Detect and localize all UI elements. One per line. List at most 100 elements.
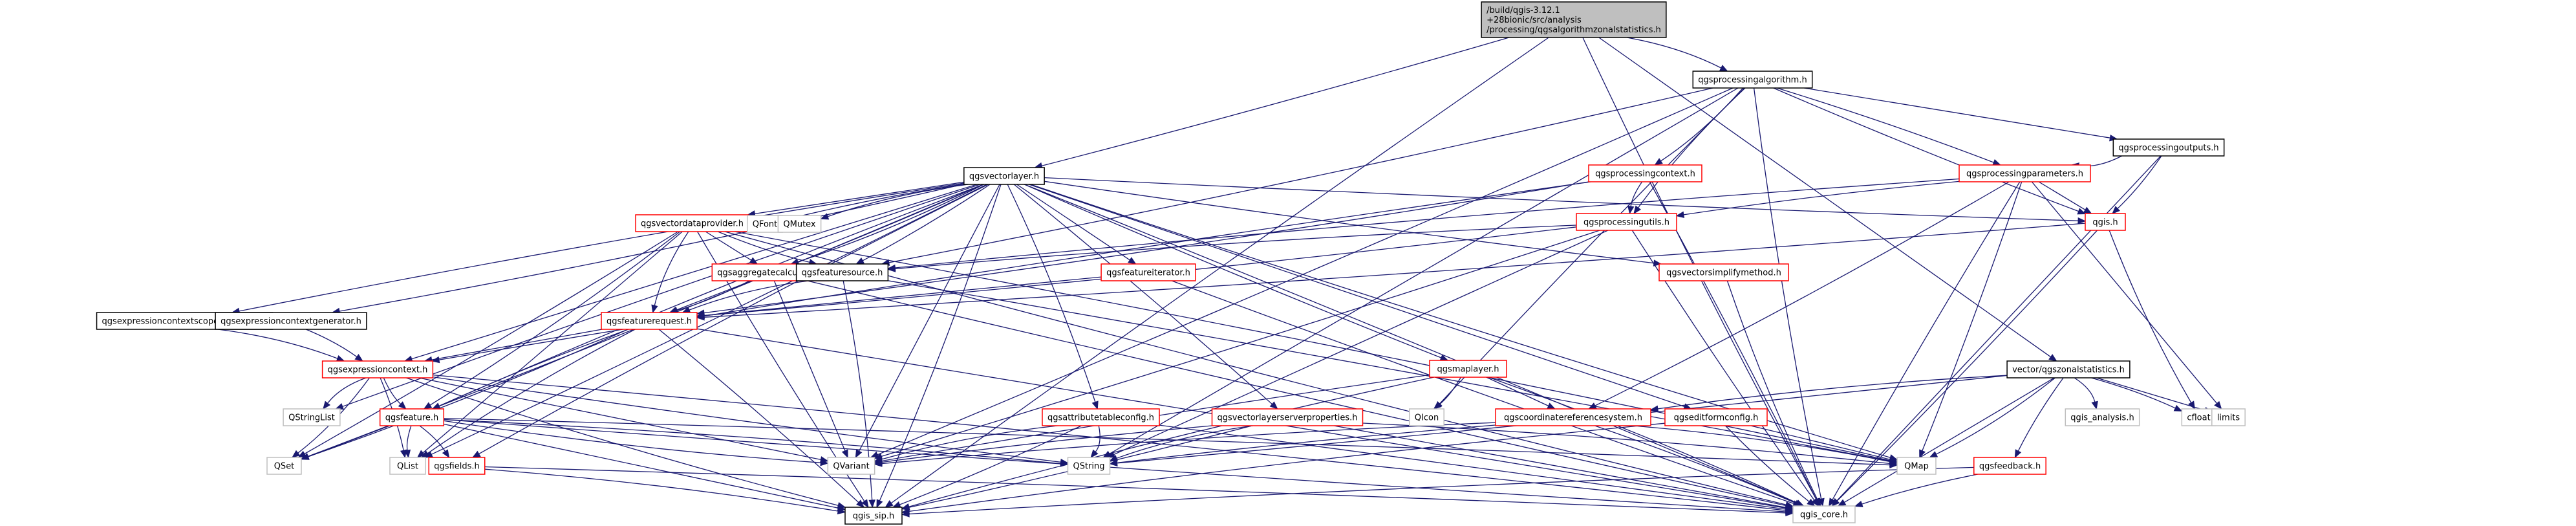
edge-vectorlayer-to-qgis [1044, 177, 2079, 221]
node-editform[interactable]: qgseditformconfig.h [1664, 408, 1768, 426]
node-featiter[interactable]: qgsfeatureiterator.h [1100, 263, 1196, 281]
node-sip[interactable]: qgis_sip.h [844, 507, 903, 525]
edge-serverprops-to-core [1333, 425, 1787, 509]
node-box [1409, 408, 1444, 426]
node-algorithm[interactable]: qgsprocessingalgorithm.h [1692, 71, 1813, 89]
node-core[interactable]: qgis_core.h [1792, 505, 1856, 523]
arrowhead-icon [2214, 400, 2222, 410]
node-utils[interactable]: qgsprocessingutils.h [1576, 213, 1677, 231]
node-qstringlist[interactable]: QStringList [283, 408, 341, 426]
arrowhead-icon [861, 499, 869, 509]
node-feedback[interactable]: qgsfeedback.h [1973, 457, 2046, 475]
edge-featreq-to-feature [438, 329, 629, 407]
edge-feature-to-qvariant [444, 420, 821, 463]
node-zonal[interactable]: vector/qgszonalstatistics.h [2006, 360, 2131, 378]
arrowhead-icon [2014, 449, 2022, 459]
edge-editform-to-core [1725, 425, 1810, 502]
arrowhead-icon [1837, 499, 1847, 507]
node-exprctx[interactable]: qgsexpressioncontext.h [321, 360, 434, 378]
node-limits[interactable]: limits [2211, 408, 2246, 426]
node-qicon[interactable]: QIcon [1409, 408, 1444, 426]
node-params[interactable]: qgsprocessingparameters.h [1959, 164, 2091, 182]
node-crs[interactable]: qgscoordinatereferencesystem.h [1495, 408, 1651, 426]
edge-editform-to-sip [908, 422, 1666, 512]
edge-vdp-to-featsrc [717, 231, 810, 263]
node-label: QStringList [288, 413, 335, 423]
arrowhead-icon [1090, 449, 1099, 459]
node-qgis[interactable]: qgis.h [2085, 213, 2126, 231]
node-box [1588, 164, 1702, 182]
edge-feature-to-qset [308, 425, 391, 457]
node-label: qgsprocessingparameters.h [1966, 170, 2083, 179]
node-cfloat[interactable]: cfloat [2181, 408, 2216, 426]
node-exprgen[interactable]: qgsexpressioncontextgenerator.h [215, 312, 367, 330]
edge-featreq-to-qset [308, 329, 628, 457]
node-label: +28bionic/src/analysis [1487, 16, 1582, 25]
edge-vectorlayer-to-editform [1029, 184, 1685, 408]
edge-vectorlayer-to-exprgen [339, 183, 964, 312]
node-featsrc[interactable]: qgsfeaturesource.h [795, 263, 889, 281]
edge-vdp-to-qset [304, 231, 678, 455]
node-featreq[interactable]: qgsfeaturerequest.h [601, 312, 698, 330]
node-feature[interactable]: qgsfeature.h [379, 408, 445, 426]
node-simplify[interactable]: qgsvectorsimplifymethod.h [1658, 263, 1789, 281]
arrowhead-icon [1814, 498, 1821, 507]
edge-algorithm-to-qvariant [877, 87, 1733, 455]
node-box [844, 507, 903, 525]
node-label: qgis.h [2092, 218, 2118, 228]
node-box [1896, 457, 1937, 475]
node-root[interactable]: /build/qgis-3.12.1+28bionic/src/analysis… [1481, 1, 1667, 38]
edge-zonal-to-qmap [1936, 377, 2055, 455]
edge-root-to-zonal [1598, 37, 2051, 358]
node-maplayer[interactable]: qgsmaplayer.h [1429, 360, 1507, 378]
node-qfont[interactable]: QFont [746, 215, 784, 233]
node-box [389, 457, 426, 475]
node-qvariant[interactable]: QVariant [827, 457, 875, 475]
node-label: QString [1073, 462, 1104, 472]
edge-aggcalc-to-core [807, 280, 1787, 507]
node-box [635, 214, 749, 232]
edge-feedback-to-core [1862, 474, 1978, 505]
node-vectorlayer[interactable]: qgsvectorlayer.h [963, 167, 1045, 185]
node-label: qgsfeaturerequest.h [606, 317, 692, 327]
node-attrtable[interactable]: qgsattributetableconfig.h [1042, 408, 1160, 426]
edge-serverprops-to-qvariant [881, 425, 1212, 463]
edge-featiter-to-core [1172, 280, 1794, 505]
edge-featreq-to-exprctx [431, 329, 603, 360]
edge-feature-to-qmap [444, 417, 1891, 466]
node-analysis[interactable]: qgis_analysis.h [2065, 408, 2140, 426]
node-label: qgsexpressioncontext.h [328, 366, 428, 375]
node-qlist[interactable]: QList [389, 457, 426, 475]
node-label: /processing/qgsalgorithmzonalstatistics.… [1487, 25, 1661, 35]
arrowhead-icon [1675, 211, 1685, 219]
node-label: qgsprocessingutils.h [1583, 218, 1669, 228]
edge-exprctx-to-sip [405, 377, 839, 506]
node-fields[interactable]: qgsfields.h [428, 457, 486, 475]
node-vdp[interactable]: qgsvectordataprovider.h [635, 214, 749, 232]
node-box [1658, 263, 1789, 281]
node-box [1211, 408, 1364, 426]
node-label: QIcon [1415, 413, 1439, 423]
node-qmap[interactable]: QMap [1896, 457, 1937, 475]
edge-exprctx-to-qvariant [418, 377, 821, 461]
node-qstring[interactable]: QString [1067, 457, 1111, 475]
arrowhead-icon [1627, 205, 1635, 215]
node-box [2006, 360, 2131, 378]
edge-vectorlayer-to-vdp [755, 181, 964, 215]
arrowhead-icon [423, 402, 433, 410]
node-label: qgsvectorlayerserverproperties.h [1218, 413, 1358, 423]
arrowhead-icon [2188, 400, 2195, 410]
edge-outputs-to-core [1836, 155, 2162, 501]
edge-params-to-qmap [1922, 181, 2023, 452]
arrowhead-icon [892, 501, 901, 508]
node-qmutex[interactable]: QMutex [777, 215, 822, 233]
node-context[interactable]: qgsprocessingcontext.h [1588, 164, 1702, 182]
edge-fields-to-sip [484, 468, 839, 512]
arrowhead-icon [1829, 498, 1836, 507]
node-box [283, 408, 341, 426]
node-qset[interactable]: QSet [266, 457, 302, 475]
arrowhead-icon [336, 355, 345, 362]
edges-layer [218, 37, 2222, 518]
node-outputs[interactable]: qgsprocessingoutputs.h [2112, 138, 2225, 157]
node-serverprops[interactable]: qgsvectorlayerserverproperties.h [1211, 408, 1364, 426]
